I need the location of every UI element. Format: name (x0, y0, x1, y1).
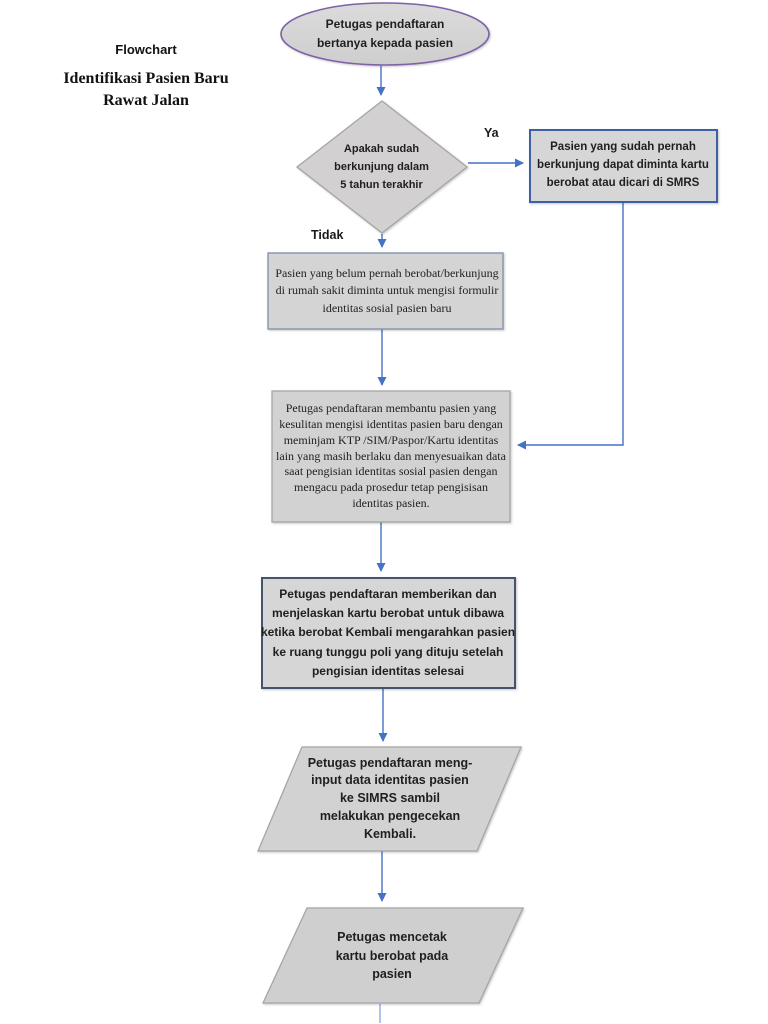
connectors (376, 66, 624, 1023)
process-returning-patient-label: Pasien yang sudah pernah berkunjung dapa… (537, 141, 709, 189)
process-new-patient-form-label: Pasien yang belum pernah berobat/berkunj… (275, 265, 499, 315)
start-terminator-label: Petugas pendaftaran bertanya kepada pasi… (316, 17, 454, 50)
arrow-yesbox-to-assist (517, 203, 624, 450)
decision-label: Apakah sudah berkunjung dalam 5 tahun te… (334, 142, 429, 192)
page-subtitle: Identifikasi Pasien Baru Rawat Jalan (63, 70, 229, 110)
process-new-patient-form-box (267, 252, 504, 330)
process-give-card-box (261, 577, 516, 689)
process-returning-patient-box (529, 129, 718, 203)
branch-label-yes: Ya (484, 126, 499, 140)
start-terminator-ellipse (280, 2, 490, 66)
io-input-simrs-parallelogram (257, 746, 522, 852)
process-give-card-label: Petugas pendaftaran memberikan dan menje… (260, 587, 516, 678)
io-print-card-label: Petugas mencetak kartu berobat pada pasi… (335, 929, 449, 982)
page-title: Flowchart (115, 42, 177, 57)
process-assist-identity-label: Petugas pendaftaran membantu pasien yang… (276, 400, 506, 511)
decision-diamond (295, 100, 469, 234)
io-print-card-parallelogram (261, 907, 525, 1004)
io-input-simrs-label: Petugas pendaftaran meng-input data iden… (307, 755, 473, 841)
branch-label-no: Tidak (311, 228, 344, 242)
process-assist-identity-box (271, 390, 511, 523)
